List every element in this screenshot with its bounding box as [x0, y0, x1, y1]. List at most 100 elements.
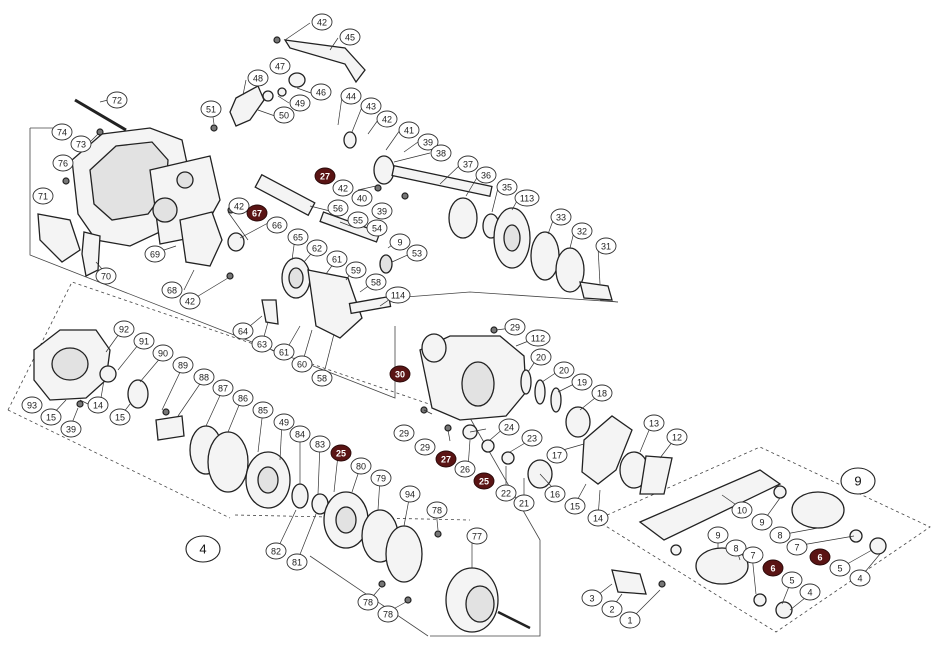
pinion-53	[379, 254, 393, 274]
callout-number: 3	[589, 594, 594, 604]
callout-number: 33	[556, 213, 566, 223]
callout-67: 67	[246, 204, 268, 222]
parts	[33, 36, 887, 633]
callout-61: 61	[273, 343, 295, 361]
assembly-frames	[7, 127, 931, 637]
callout-bubble	[601, 600, 623, 618]
callout-bubble	[60, 420, 82, 438]
callout-bubble	[311, 13, 333, 31]
callout-number: 17	[552, 451, 562, 461]
callout-bubble	[291, 355, 313, 373]
callout-number: 41	[404, 126, 414, 136]
callout-bubble	[498, 418, 520, 436]
callout-bubble	[95, 267, 117, 285]
callout-number: 54	[372, 224, 382, 234]
callout-83: 83	[309, 435, 331, 453]
part-32	[555, 247, 585, 293]
callout-bubble	[309, 435, 331, 453]
assembly-callout-95: 4	[185, 535, 221, 563]
callout-bubble	[70, 135, 92, 153]
callout-number: 1	[627, 616, 632, 626]
callout-bubble	[345, 261, 367, 279]
callout-bubble	[406, 244, 428, 262]
callout-number: 21	[519, 499, 529, 509]
callout-number: 56	[333, 204, 343, 214]
callout-number: 26	[460, 465, 470, 475]
callout-bubble	[87, 396, 109, 414]
callout-bubble	[376, 110, 398, 128]
callout-bubble	[106, 91, 128, 109]
callout-bubble	[246, 204, 268, 222]
callout-number: 7	[750, 551, 755, 561]
callout-42: 42	[376, 110, 398, 128]
callout-3: 3	[581, 589, 603, 607]
callout-78: 78	[377, 605, 399, 623]
callout-bubble	[273, 106, 295, 124]
callout-bubble	[707, 526, 729, 544]
callout-50: 50	[273, 106, 295, 124]
callout-number: 42	[338, 184, 348, 194]
part-69-plate	[179, 211, 223, 267]
callout-bubble	[430, 144, 452, 162]
callout-bubble	[417, 133, 439, 151]
callout-number: 9	[397, 238, 402, 248]
part-45-plate	[283, 39, 366, 84]
callout-114: 114	[385, 286, 411, 304]
callout-37: 37	[457, 155, 479, 173]
callout-bubble	[525, 329, 551, 347]
callout-bubble	[200, 100, 222, 118]
callout-45: 45	[339, 28, 361, 46]
callout-25: 25	[330, 444, 352, 462]
callout-90: 90	[152, 344, 174, 362]
callout-number: 43	[366, 102, 376, 112]
callout-38: 38	[430, 144, 452, 162]
callout-9: 9	[389, 233, 411, 251]
callout-number: 10	[737, 506, 747, 516]
callout-bubble	[287, 228, 309, 246]
callout-49: 49	[289, 94, 311, 112]
callout-bubble	[731, 501, 753, 519]
callout-56: 56	[327, 199, 349, 217]
callout-bubble	[289, 94, 311, 112]
part-18	[565, 406, 591, 438]
callout-bubble	[799, 583, 821, 601]
callout-18: 18	[591, 384, 613, 402]
callout-bubble	[52, 154, 74, 172]
callout-72: 72	[106, 91, 128, 109]
callout-113: 113	[514, 189, 540, 207]
callout-number: 83	[315, 440, 325, 450]
callout-number: 81	[292, 558, 302, 568]
leader-lines	[51, 22, 881, 621]
callout-23: 23	[521, 429, 543, 447]
callout-79: 79	[370, 469, 392, 487]
callout-bubble	[742, 546, 764, 564]
part-90	[127, 379, 149, 409]
callout-number: 87	[218, 384, 228, 394]
callout-55: 55	[347, 211, 369, 229]
shaft-114	[348, 295, 392, 315]
gear-38	[373, 155, 395, 185]
callout-bubble	[414, 438, 436, 456]
callout-number: 93	[27, 401, 37, 411]
callout-number: 14	[93, 401, 103, 411]
part-70	[81, 231, 101, 277]
callout-number: 47	[275, 62, 285, 72]
callout-42: 42	[179, 292, 201, 310]
callout-35: 35	[496, 178, 518, 196]
callout-63: 63	[251, 335, 273, 353]
callout-bubble	[725, 539, 747, 557]
callout-32: 32	[571, 222, 593, 240]
callout-112: 112	[525, 329, 551, 347]
callout-9: 9	[707, 526, 729, 544]
callout-number: 19	[577, 378, 587, 388]
callout-7: 7	[786, 538, 808, 556]
callout-64: 64	[232, 322, 254, 340]
callout-bubble	[326, 250, 348, 268]
callout-bubble	[366, 219, 388, 237]
callout-29: 29	[504, 318, 526, 336]
callout-bubble	[32, 187, 54, 205]
callout-bubble	[591, 384, 613, 402]
knob-9b	[695, 547, 749, 585]
